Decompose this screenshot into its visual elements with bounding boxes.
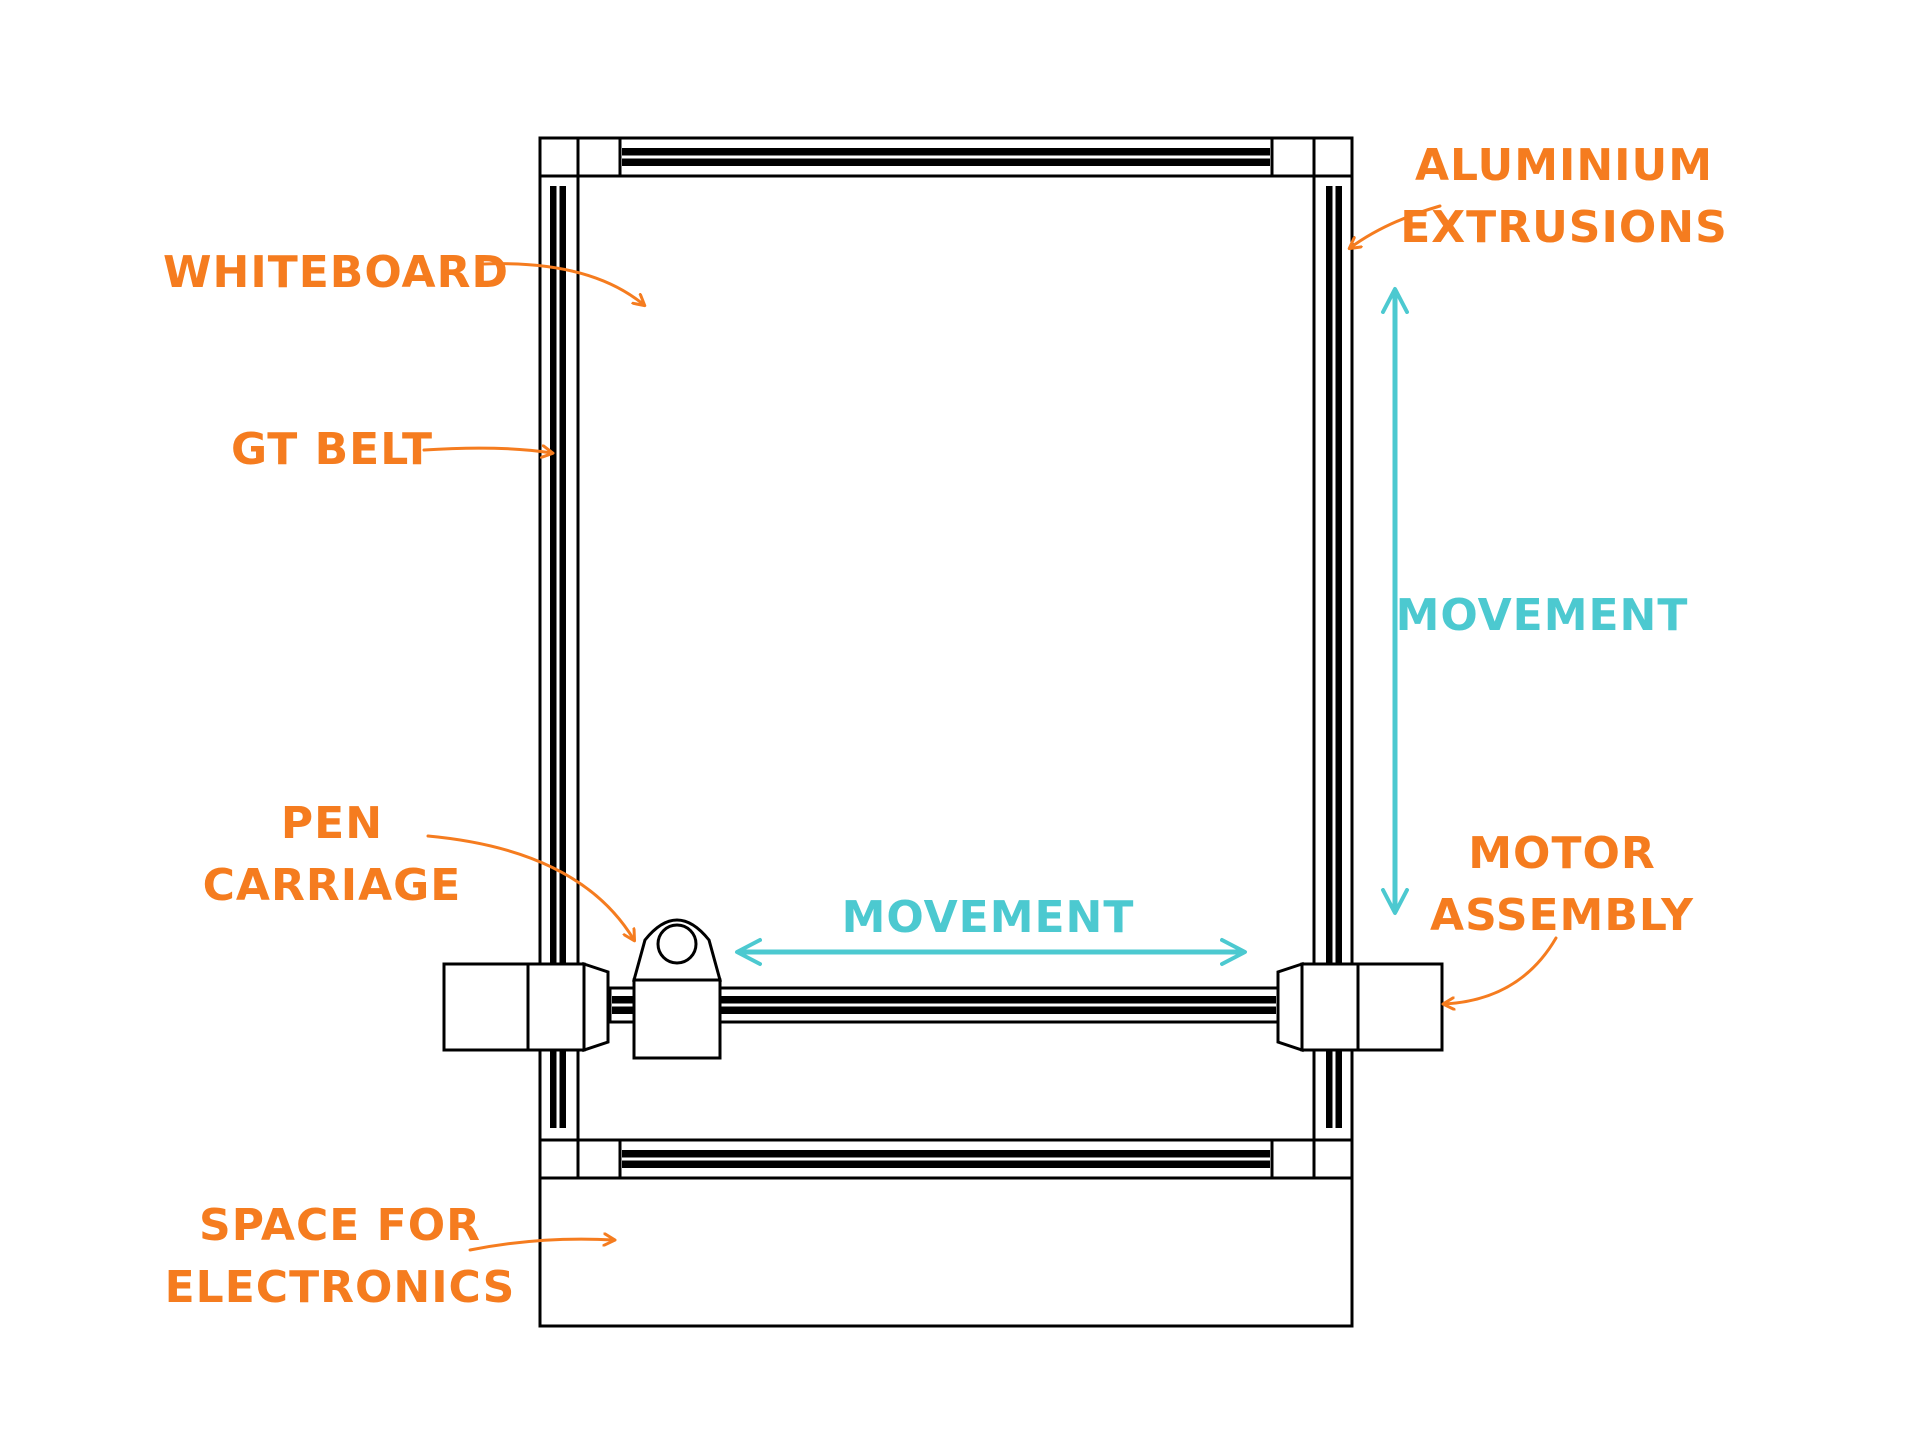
arrow-pen-carriage: [426, 834, 634, 940]
label-space-electronics-line1: SPACE FOR: [199, 1200, 481, 1251]
label-movement-vertical: MOVEMENT: [1396, 590, 1689, 641]
corner-bottom-right: [1312, 1138, 1354, 1180]
label-movement-horizontal: MOVEMENT: [842, 892, 1135, 943]
corner-bottom-left: [538, 1138, 580, 1180]
label-motor-line1: MOTOR: [1468, 828, 1656, 879]
label-whiteboard: WHITEBOARD: [163, 247, 509, 298]
arrow-whiteboard: [482, 262, 644, 305]
label-motor-line2: ASSEMBLY: [1430, 890, 1694, 941]
arrow-motor: [1444, 936, 1558, 1004]
label-gt-belt: GT BELT: [231, 424, 433, 475]
label-pen-carriage-line2: CARRIAGE: [203, 860, 462, 911]
inner-corner-br: [1270, 1138, 1316, 1180]
arrow-electronics: [468, 1239, 614, 1252]
label-aluminium-line2: EXTRUSIONS: [1400, 202, 1728, 253]
left-motor-assembly: [442, 961, 610, 1053]
label-aluminium-line1: ALUMINIUM: [1415, 140, 1713, 191]
label-space-electronics-line2: ELECTRONICS: [165, 1262, 516, 1313]
pen-carriage: [632, 918, 722, 1060]
inner-corner-bl: [576, 1138, 622, 1180]
corner-top-left: [538, 136, 580, 178]
arrow-gt-belt: [422, 448, 552, 453]
inner-corner-tl: [576, 136, 622, 178]
corner-top-right: [1312, 136, 1354, 178]
right-motor-assembly: [1276, 961, 1444, 1053]
arrow-aluminium: [1350, 204, 1442, 248]
label-pen-carriage-line1: PEN: [281, 798, 383, 849]
inner-corner-tr: [1270, 136, 1316, 178]
electronics-box: [538, 1176, 1354, 1328]
